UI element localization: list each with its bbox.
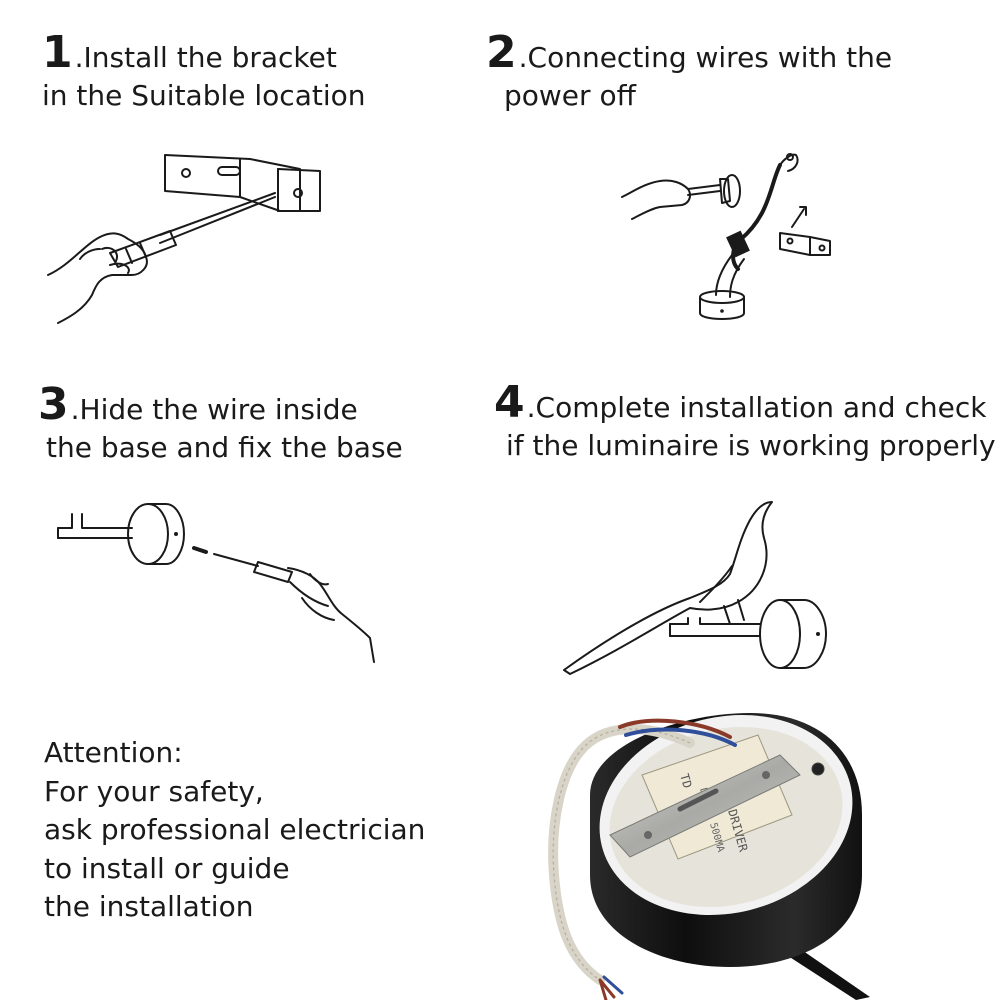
step-4-title: .Complete installation and check [526, 391, 987, 424]
step-1-line-2: in the Suitable location [42, 79, 366, 112]
attention-heading: Attention: [44, 736, 183, 769]
step-1-caption: 1.Install the bracket in the Suitable lo… [42, 31, 366, 115]
step-3-number: 3 [38, 379, 69, 430]
step-2-line-1: 2.Connecting wires with the [486, 31, 893, 77]
attention-note: Attention: For your safety, ask professi… [44, 734, 425, 927]
step-3-title: .Hide the wire inside [70, 393, 358, 426]
screwdriver-bracket-icon [40, 145, 330, 330]
step-1-title: .Install the bracket [74, 41, 337, 74]
step-2-title: .Connecting wires with the [518, 41, 893, 74]
step-4-caption: 4.Complete installation and check if the… [494, 381, 996, 465]
attention-line-3: ask professional electrician [44, 813, 426, 846]
attention-line-5: the installation [44, 890, 254, 923]
step-3-caption: 3.Hide the wire inside the base and fix … [38, 383, 403, 467]
step-2-caption: 2.Connecting wires with the power off [486, 31, 893, 115]
driver-label-brand: TD [677, 772, 694, 790]
step-3-line-1: 3.Hide the wire inside [38, 383, 403, 429]
base-screw-icon [52, 502, 382, 667]
step-3-line-2: the base and fix the base [46, 431, 403, 464]
fixture-photo: TD LED DRIVER DC12V 500MA [530, 705, 880, 1000]
step-4-line-2: if the luminaire is working properly [506, 429, 996, 462]
attention-line-4: to install or guide [44, 851, 290, 885]
step-2-line-2: power off [504, 79, 636, 112]
attention-line-2: For your safety, [44, 774, 264, 808]
step-1-line-1: 1.Install the bracket [42, 31, 366, 77]
step-2-number: 2 [486, 27, 517, 78]
step-4-number: 4 [494, 377, 525, 428]
wiring-icon [620, 145, 840, 325]
step-1-number: 1 [42, 27, 73, 78]
bird-lamp-icon [560, 494, 850, 684]
step-4-line-1: 4.Complete installation and check [494, 381, 996, 427]
